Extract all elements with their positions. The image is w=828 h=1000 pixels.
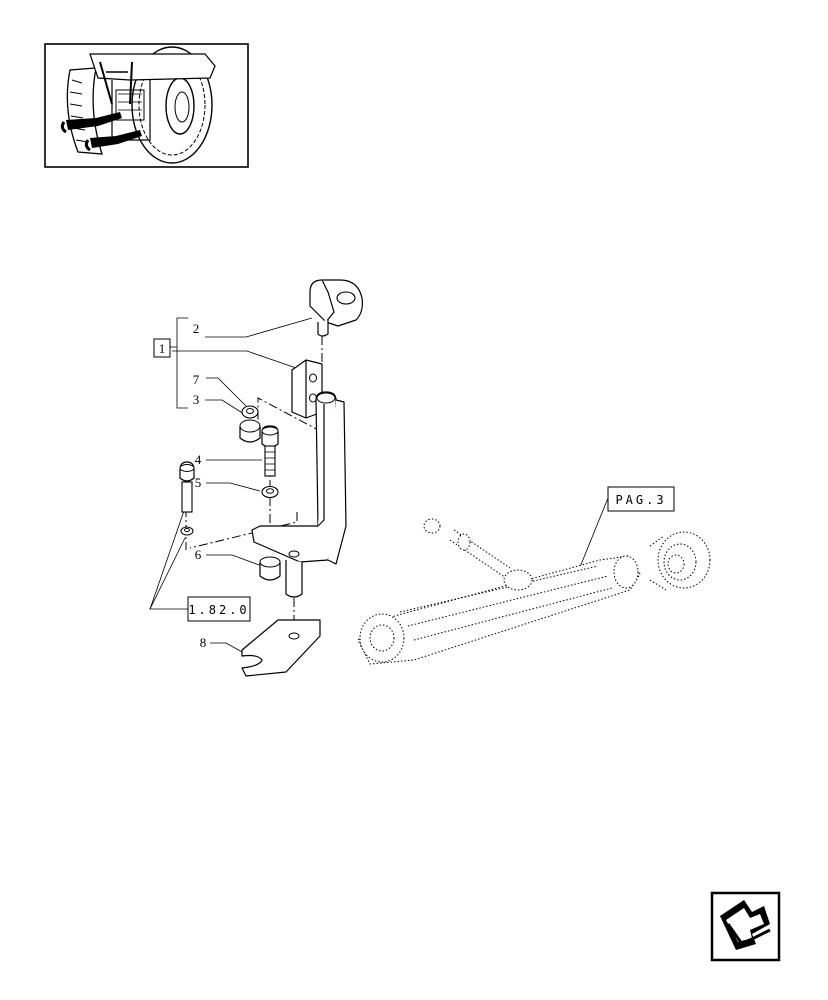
callout-labels: 2 7 3 4 5 6 8 (193, 321, 207, 650)
callout-7: 7 (193, 372, 200, 387)
callout-1: 1 (159, 341, 166, 356)
part-5-washer (261, 485, 279, 499)
callout-2: 2 (193, 321, 200, 336)
ref-pag-box[interactable]: PAG.3 (607, 486, 675, 512)
callout-6: 6 (195, 547, 202, 562)
part-1-bracket (251, 391, 347, 598)
callout-5: 5 (195, 475, 202, 490)
part-7-washer (241, 405, 259, 419)
callout-4: 4 (195, 452, 202, 467)
part-4-screw (261, 425, 279, 477)
leader-lines (149, 317, 609, 654)
callout-box-1: 1 (153, 338, 171, 358)
ref-section-box[interactable]: 1.82.0 (187, 596, 251, 622)
ref-pag-label[interactable]: PAG.3 (615, 493, 666, 507)
next-page-arrow-icon[interactable] (710, 891, 781, 962)
part-8-plate (241, 619, 321, 677)
ref-bolt (179, 461, 195, 536)
tractor-thumbnail (44, 43, 249, 168)
part-2-clevis (309, 279, 363, 337)
callout-8: 8 (200, 635, 207, 650)
top-link (357, 518, 711, 665)
ref-section-label[interactable]: 1.82.0 (188, 603, 249, 617)
part-6-spacer (259, 556, 281, 581)
part-3-bushing (239, 419, 261, 443)
callout-3: 3 (193, 392, 200, 407)
